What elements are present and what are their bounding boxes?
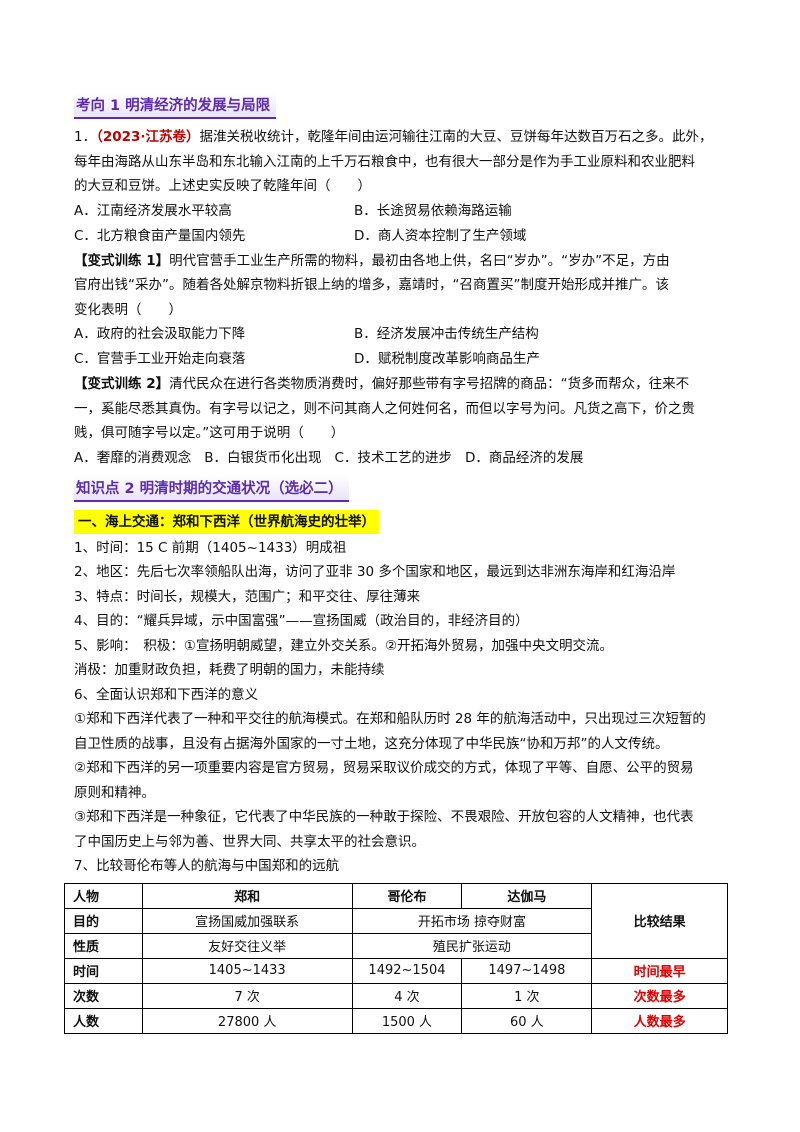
table-cell: 7 次 xyxy=(141,982,353,1009)
option-a: A．奢靡的消费观念 xyxy=(74,449,192,466)
option-c: C．技术工艺的进步 xyxy=(334,449,452,466)
table-header-cell: 哥伦布 xyxy=(351,882,463,909)
point-impact: 5、影响： 积极：①宣扬明朝威望，建立外交关系。②开拓海外贸易，加强中央文明交流… xyxy=(74,637,614,654)
option-b: B．长途贸易依赖海路运输 xyxy=(354,202,512,219)
knowledge-point-heading: 知识点 2 明清时期的交通状况（选必二） xyxy=(74,474,349,502)
table-row-label: 人数 xyxy=(64,1007,143,1034)
table-cell: 27800 人 xyxy=(141,1007,353,1034)
point-significance: 6、全面认识郑和下西洋的意义 xyxy=(74,686,259,703)
significance-2: ②郑和下西洋的另一项重要内容是官方贸易，贸易采取议价成交的方式，体现了平等、自愿… xyxy=(74,760,694,776)
variant-stem-line: 官府出钱“采办”。随着各处解京物料折银上纳的增多，嘉靖时，“召商置买”制度开始形… xyxy=(74,277,669,293)
table-cell: 1492~1504 xyxy=(351,957,463,984)
table-result-cell: 人数最多 xyxy=(591,1007,728,1034)
question-stem-line: 据淮关税收统计，乾隆年间由运河输往江南的大豆、豆饼每年达数百万石之多。此外， xyxy=(199,129,713,145)
table-header-cell: 人物 xyxy=(64,882,143,909)
variant-stem-line: 明代官营手工业生产所需的物料，最初由各地上供，名曰“岁办”。“岁办”不足，方由 xyxy=(169,252,670,269)
table-row-label: 时间 xyxy=(64,957,143,984)
table-row-label: 次数 xyxy=(64,982,143,1009)
option-d: D．赋税制度改革影响商品生产 xyxy=(354,351,540,367)
table-header-cell: 郑和 xyxy=(141,882,353,909)
table-cell: 1497~1498 xyxy=(461,957,593,984)
table-cell: 开拓市场 掠夺财富 xyxy=(351,907,593,934)
question-number: 1． xyxy=(74,129,97,145)
section-heading: 考向 1 明清经济的发展与局限 xyxy=(74,92,277,119)
variant-stem-line: 变化表明（ ） xyxy=(74,301,182,318)
point-purpose: 4、目的：“耀兵异域，示中国富强”——宣扬国威（政治目的，非经济目的） xyxy=(74,613,529,629)
table-result-cell: 时间最早 xyxy=(591,957,728,984)
option-b: B．白银货币化出现 xyxy=(204,449,322,466)
table-row: 人物 郑和 哥伦布 达伽马 比较结果 xyxy=(64,882,728,959)
sub-heading: 一、海上交通：郑和下西洋（世界航海史的壮举） xyxy=(74,509,379,534)
significance-1: ①郑和下西洋代表了一种和平交往的航海模式。在郑和船队历时 28 年的航海活动中，… xyxy=(74,711,706,727)
variant-exercise-1: 【变式训练 1】明代官营手工业生产所需的物料，最初由各地上供，名曰“岁办”。“岁… xyxy=(74,249,734,373)
point-impact-negative: 消极：加重财政负担，耗费了明朝的国力，未能持续 xyxy=(74,662,385,678)
table-header-cell: 达伽马 xyxy=(461,882,593,909)
point-comparison: 7、比较哥伦布等人的航海与中国郑和的远航 xyxy=(74,858,340,874)
significance-1-cont: 自卫性质的战事，且没有占据海外国家的一寸土地，这充分体现了中华民族“协和万邦”的… xyxy=(74,735,669,752)
question-stem-line: 的大豆和豆饼。上述史实反映了乾隆年间（ ） xyxy=(74,178,371,194)
variant-label: 【变式训练 2】 xyxy=(74,376,170,392)
table-row: 时间 1405~1433 1492~1504 1497~1498 时间最早 xyxy=(64,957,728,984)
option-d: D．商品经济的发展 xyxy=(464,449,584,466)
table-cell: 1 次 xyxy=(461,982,593,1009)
variant-stem-line: 清代民众在进行各类物质消费时，偏好那些带有字号招牌的商品：“货多而帮众，往来不 xyxy=(169,376,690,392)
significance-2-cont: 原则和精神。 xyxy=(74,784,155,801)
table-row: 人数 27800 人 1500 人 60 人 人数最多 xyxy=(64,1007,728,1034)
table-cell: 友好交往义举 xyxy=(141,932,353,959)
table-cell: 1405~1433 xyxy=(141,957,353,984)
variant-stem-line: 一，奚能尽悉其真伪。有字号以记之，则不问其商人之何姓何名，而但以字号为问。凡货之… xyxy=(74,400,695,417)
table-row-label: 目的 xyxy=(64,907,143,934)
question-source: （2023·江苏卷） xyxy=(96,129,200,145)
option-a: A．江南经济发展水平较高 xyxy=(74,202,232,219)
table-row: 次数 7 次 4 次 1 次 次数最多 xyxy=(64,982,728,1009)
variant-exercise-2: 【变式训练 2】清代民众在进行各类物质消费时，偏好那些带有字号招牌的商品：“货多… xyxy=(74,372,734,471)
option-b: B．经济发展冲击传统生产结构 xyxy=(354,326,539,342)
significance-3: ③郑和下西洋是一种象征，它代表了中华民族的一种敢于探险、不畏艰险、开放包容的人文… xyxy=(74,809,694,825)
table-row: 目的 宣扬国威加强联系 开拓市场 掠夺财富 xyxy=(64,907,728,934)
variant-stem-line: 贱，俱可随字号以定。”这可用于说明（ ） xyxy=(74,425,345,441)
option-c: C．官营手工业开始走向衰落 xyxy=(74,351,246,367)
table-row-label: 性质 xyxy=(64,932,143,959)
point-region: 2、地区：先后七次率领船队出海，访问了亚非 30 多个国家和地区，最远到达非洲东… xyxy=(74,564,676,580)
table-cell: 殖民扩张运动 xyxy=(351,932,593,959)
point-time: 1、时间：15 C 前期（1405~1433）明成祖 xyxy=(74,539,347,556)
option-d: D．商人资本控制了生产领域 xyxy=(354,227,527,244)
question-stem-line: 每年由海路从山东半岛和东北输入江南的上千万石粮食中，也有很大一部分是作为手工业原… xyxy=(74,153,695,170)
question-1: 1．（2023·江苏卷）据淮关税收统计，乾隆年间由运河输往江南的大豆、豆饼每年达… xyxy=(74,125,734,249)
option-a: A．政府的社会汲取能力下降 xyxy=(74,326,246,342)
table-cell: 1500 人 xyxy=(351,1007,463,1034)
table-cell: 60 人 xyxy=(461,1007,593,1034)
table-cell: 4 次 xyxy=(351,982,463,1009)
table-result-cell: 次数最多 xyxy=(591,982,728,1009)
document-page: 考向 1 明清经济的发展与局限 1．（2023·江苏卷）据淮关税收统计，乾隆年间… xyxy=(64,92,734,1034)
option-c: C．北方粮食亩产量国内领先 xyxy=(74,227,246,244)
table-header-cell: 比较结果 xyxy=(591,882,728,959)
variant-label: 【变式训练 1】 xyxy=(74,252,170,269)
table-cell: 宣扬国威加强联系 xyxy=(141,907,353,934)
significance-3-cont: 了中国历史上与邻为善、世界大同、共享太平的社会意识。 xyxy=(74,833,425,850)
point-features: 3、特点：时间长，规模大，范围广；和平交往、厚往薄来 xyxy=(74,588,421,605)
comparison-table: 人物 郑和 哥伦布 达伽马 比较结果 目的 宣扬国威加强联系 开拓市场 掠夺财富… xyxy=(64,882,728,1034)
table-row: 性质 友好交往义举 殖民扩张运动 xyxy=(64,932,728,959)
